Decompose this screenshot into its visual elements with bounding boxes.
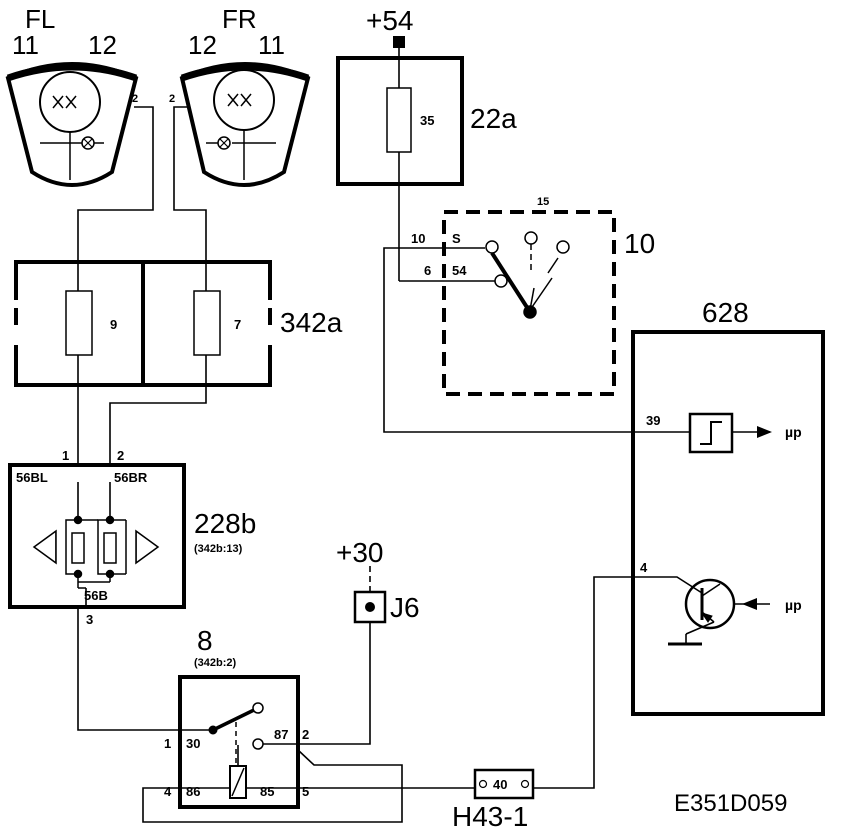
wire-fr-to-fuse7 [173,106,207,262]
module-228b-sub: (342b:13) [194,543,243,555]
fuse-7-label: 7 [234,317,241,332]
fuse-9-label: 9 [110,317,117,332]
supply-30-label: +30 [336,537,384,568]
fuse-box-342a-label: 342a [280,307,343,338]
relay-8-p86: 86 [186,784,200,799]
lamp-fr-pin-b: 11 [258,30,285,60]
lamp-fl-pin-b: 12 [88,30,117,60]
module-628: 628 39 µp 4 µp [631,297,825,716]
wire-relay86-loop [142,749,403,823]
relay-8-p87: 87 [274,727,288,742]
lamp-fl-pin-out: 2 [132,93,138,105]
relay-8-p87-num: 2 [302,727,309,742]
module-628-pin-in: 39 [646,413,660,428]
fuse-35-label: 35 [420,113,434,128]
lamp-fl-bulb-icon [52,95,77,109]
relay-8: 8 (342b:2) 1 30 87 2 4 86 85 5 [164,625,309,809]
connector-h43-1: 40 H43-1 [452,768,535,832]
transistor-icon [668,578,736,646]
fuse-35-icon [386,87,412,153]
switch-10-contacts-icon [485,231,570,319]
supply-54: +54 [366,5,414,48]
module-228b-term-b: 56B [84,588,108,603]
lamp-fr: FR 12 11 2 [169,4,311,187]
connector-h43-1-label: H43-1 [452,801,528,832]
module-228b-pin3: 3 [86,612,93,627]
module-628-label: 628 [702,297,749,328]
relay-contact-icon [208,702,264,766]
fuse-9-icon [65,290,93,356]
fuse-7-icon [193,290,221,356]
module-228b: 1 2 56BL 56BR 56B 3 228b (342b:13) [8,448,256,627]
relay-8-sub: (342b:2) [194,657,237,669]
lamp-fl-pin-a: 11 [12,30,39,60]
connector-j6-label: J6 [390,592,420,623]
wire-fuse7-to-228b [109,385,207,465]
module-228b-term-br: 56BR [114,470,148,485]
wire-switch-s-to-628 [383,247,690,433]
drawing-id: E351D059 [674,790,787,817]
module-628-pin-out: 4 [640,560,648,575]
supply-54-label: +54 [366,5,414,36]
output-arrow-icon [757,426,772,438]
switch-10-pin-54: 54 [452,263,467,278]
fuse-box-342a: 9 7 342a [13,260,343,387]
relay-8-p30-num: 1 [164,736,171,751]
switch-10-pos-top: 15 [537,196,549,208]
lamp-fr-pin-a: 12 [188,30,217,60]
wire-228b-to-relay30 [77,607,213,731]
wire-h43-to-628 [533,576,703,789]
relay-8-p85: 85 [260,784,274,799]
relay-8-p85-num: 5 [302,784,309,799]
module-228b-label: 228b [194,508,256,539]
module-628-up-out: µp [785,424,802,440]
connector-h43-1-pin: 40 [493,777,507,792]
module-228b-pin1: 1 [62,448,69,463]
wire-fl-to-fuse9 [77,106,154,262]
switch-10-pin-54-num: 6 [424,263,431,278]
relay-8-p86-num: 4 [164,784,172,799]
lamp-fr-label: FR [222,4,257,34]
connector-j6-pin-icon [365,602,375,612]
connector-j6: J6 [353,590,420,624]
switch-10: 15 10 10 S 6 54 [411,196,655,396]
lamp-fr-pin-out: 2 [169,93,175,105]
supply-54-terminal-icon [393,36,405,48]
lamp-fl: FL 11 12 2 [5,4,139,187]
supply-30: +30 [336,537,384,594]
switch-10-label: 10 [624,228,655,259]
switch-10-pin-s: S [452,231,461,246]
module-628-up-in: µp [785,597,802,613]
lamp-fr-bulb-icon [227,93,252,107]
wire-j6-to-relay87 [262,622,371,745]
flasher-arrows-icon [32,482,160,607]
wires [77,48,703,823]
fuse-box-22a: 35 22a [336,56,517,186]
input-arrow-icon [742,598,757,610]
switch-10-pin-s-num: 10 [411,231,425,246]
module-228b-term-bl: 56BL [16,470,48,485]
relay-8-p30: 30 [186,736,200,751]
relay-8-label: 8 [197,625,213,656]
lamp-fl-label: FL [25,4,55,34]
module-228b-pin2: 2 [117,448,124,463]
fuse-box-22a-label: 22a [470,103,517,134]
